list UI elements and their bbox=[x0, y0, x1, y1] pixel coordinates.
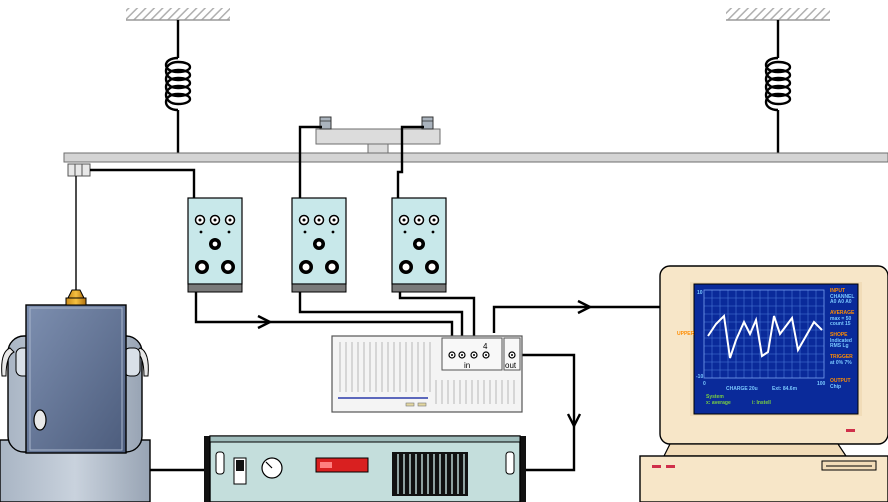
x-left-tick: 0 bbox=[703, 381, 706, 387]
ceiling-right bbox=[726, 8, 830, 21]
test-beam bbox=[63, 152, 888, 163]
menu-average-line-2: count 15 bbox=[830, 321, 851, 327]
menu-trigger-title: TRIGGER bbox=[830, 354, 853, 360]
analysis-monitor: UPPER 10 -10 0 100 CHARGE 20u Ext: 84.6m… bbox=[659, 265, 888, 445]
menu-input-line-1: CHANNEL bbox=[830, 294, 854, 300]
preamplifier-1 bbox=[187, 197, 243, 293]
menu-shope-line-2: RMS Lg bbox=[830, 343, 849, 349]
y-axis-label: UPPER bbox=[677, 331, 695, 337]
menu-shope-line-1: Indicated bbox=[830, 338, 852, 344]
preamplifier-2 bbox=[291, 197, 347, 293]
signal-arrows bbox=[257, 299, 593, 429]
menu-average-line-1: max = 50 bbox=[830, 316, 851, 322]
x-right-tick: 100 bbox=[817, 381, 826, 387]
output-label: out bbox=[505, 361, 517, 370]
electrodynamic-shaker bbox=[0, 289, 151, 502]
footer-readout-1: CHARGE 20u bbox=[726, 386, 758, 392]
menu-average-title: AVERAGE bbox=[830, 310, 855, 316]
input-label: in bbox=[464, 361, 470, 370]
menu-output-title: OUTPUT bbox=[830, 378, 851, 384]
computer-base bbox=[639, 443, 888, 502]
top-bracket bbox=[315, 116, 441, 154]
menu-shope-title: SHOPE bbox=[830, 332, 848, 338]
channel-count-label: 4 bbox=[483, 342, 488, 351]
suspension-spring-left bbox=[164, 20, 192, 154]
y-top-tick: 10 bbox=[697, 290, 703, 296]
hammer-clamp bbox=[67, 163, 91, 177]
footer-readout-2: Ext: 84.6m bbox=[772, 386, 798, 392]
monitor-trace bbox=[707, 313, 823, 359]
suspension-spring-right bbox=[764, 20, 792, 154]
front-end-unit: 4 in out bbox=[331, 335, 523, 413]
menu-input-title: INPUT bbox=[830, 288, 845, 294]
menu-output-line-1: Chip bbox=[830, 384, 841, 390]
power-amplifier bbox=[204, 435, 526, 502]
menu-input-line-2: A0 A0 A0 bbox=[830, 299, 852, 305]
y-bottom-tick: -10 bbox=[696, 374, 703, 380]
footer-system-line-1: x: average bbox=[706, 400, 731, 406]
footer-system-line-2: i: Instell bbox=[752, 400, 772, 406]
ceiling-left bbox=[126, 8, 230, 21]
monitor-side-menu: INPUT CHANNEL A0 A0 A0 AVERAGE max = 50 … bbox=[830, 288, 855, 390]
preamplifier-3 bbox=[391, 197, 447, 293]
footer-system-title: System bbox=[706, 394, 724, 400]
menu-trigger-line-1: at 0% 7% bbox=[830, 360, 852, 366]
